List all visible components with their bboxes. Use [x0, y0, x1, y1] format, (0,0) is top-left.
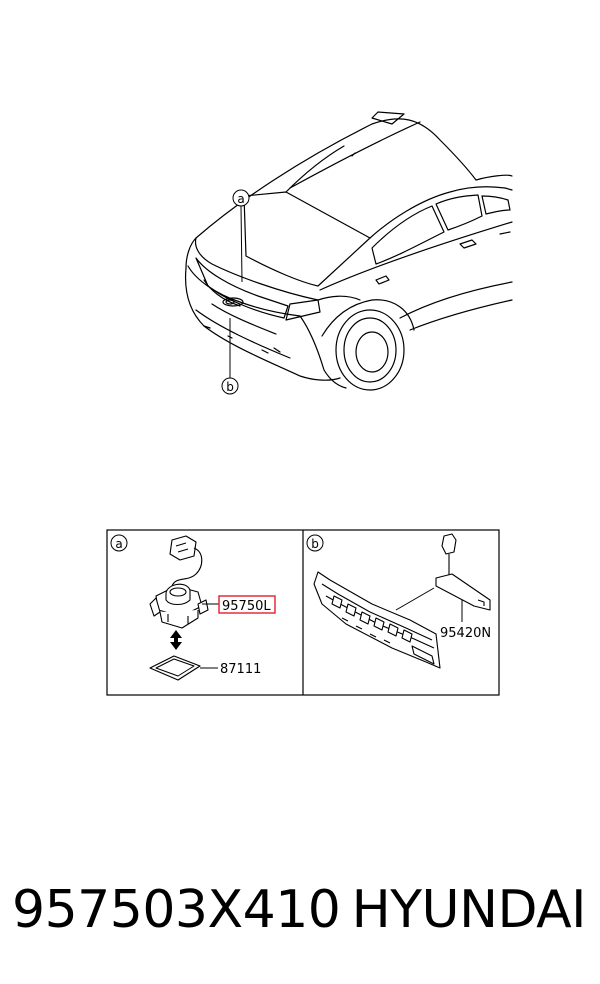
panel-a-letter: a [115, 537, 122, 551]
detail-panel-a: a 9 [110, 534, 276, 681]
rear-camera [149, 583, 209, 629]
detail-panels [106, 529, 500, 696]
footer: 957503X410 HYUNDAI [0, 872, 600, 948]
camera-gasket [149, 655, 201, 681]
camera-part-label: 95750L [222, 599, 271, 614]
bracket-part-label: 95420N [440, 626, 491, 641]
highlight-box [218, 595, 276, 614]
part-number-text: 957503X410 [12, 880, 341, 940]
bumper-bracket [313, 571, 441, 669]
detail-panel-b: b 95420N [306, 533, 491, 669]
callout-b-car: b [221, 318, 239, 395]
callout-a-car: a [232, 189, 250, 283]
assembly-arrow-icon [170, 630, 182, 650]
callout-b-letter: b [226, 380, 234, 394]
panel-b-letter: b [311, 537, 319, 551]
gasket-part-label: 87111 [220, 662, 261, 677]
brand-text: HYUNDAI [351, 880, 587, 940]
bracket-connector [435, 533, 491, 611]
callout-a-letter: a [237, 192, 244, 206]
camera-connector [169, 535, 203, 587]
car-rear-view [184, 111, 513, 391]
